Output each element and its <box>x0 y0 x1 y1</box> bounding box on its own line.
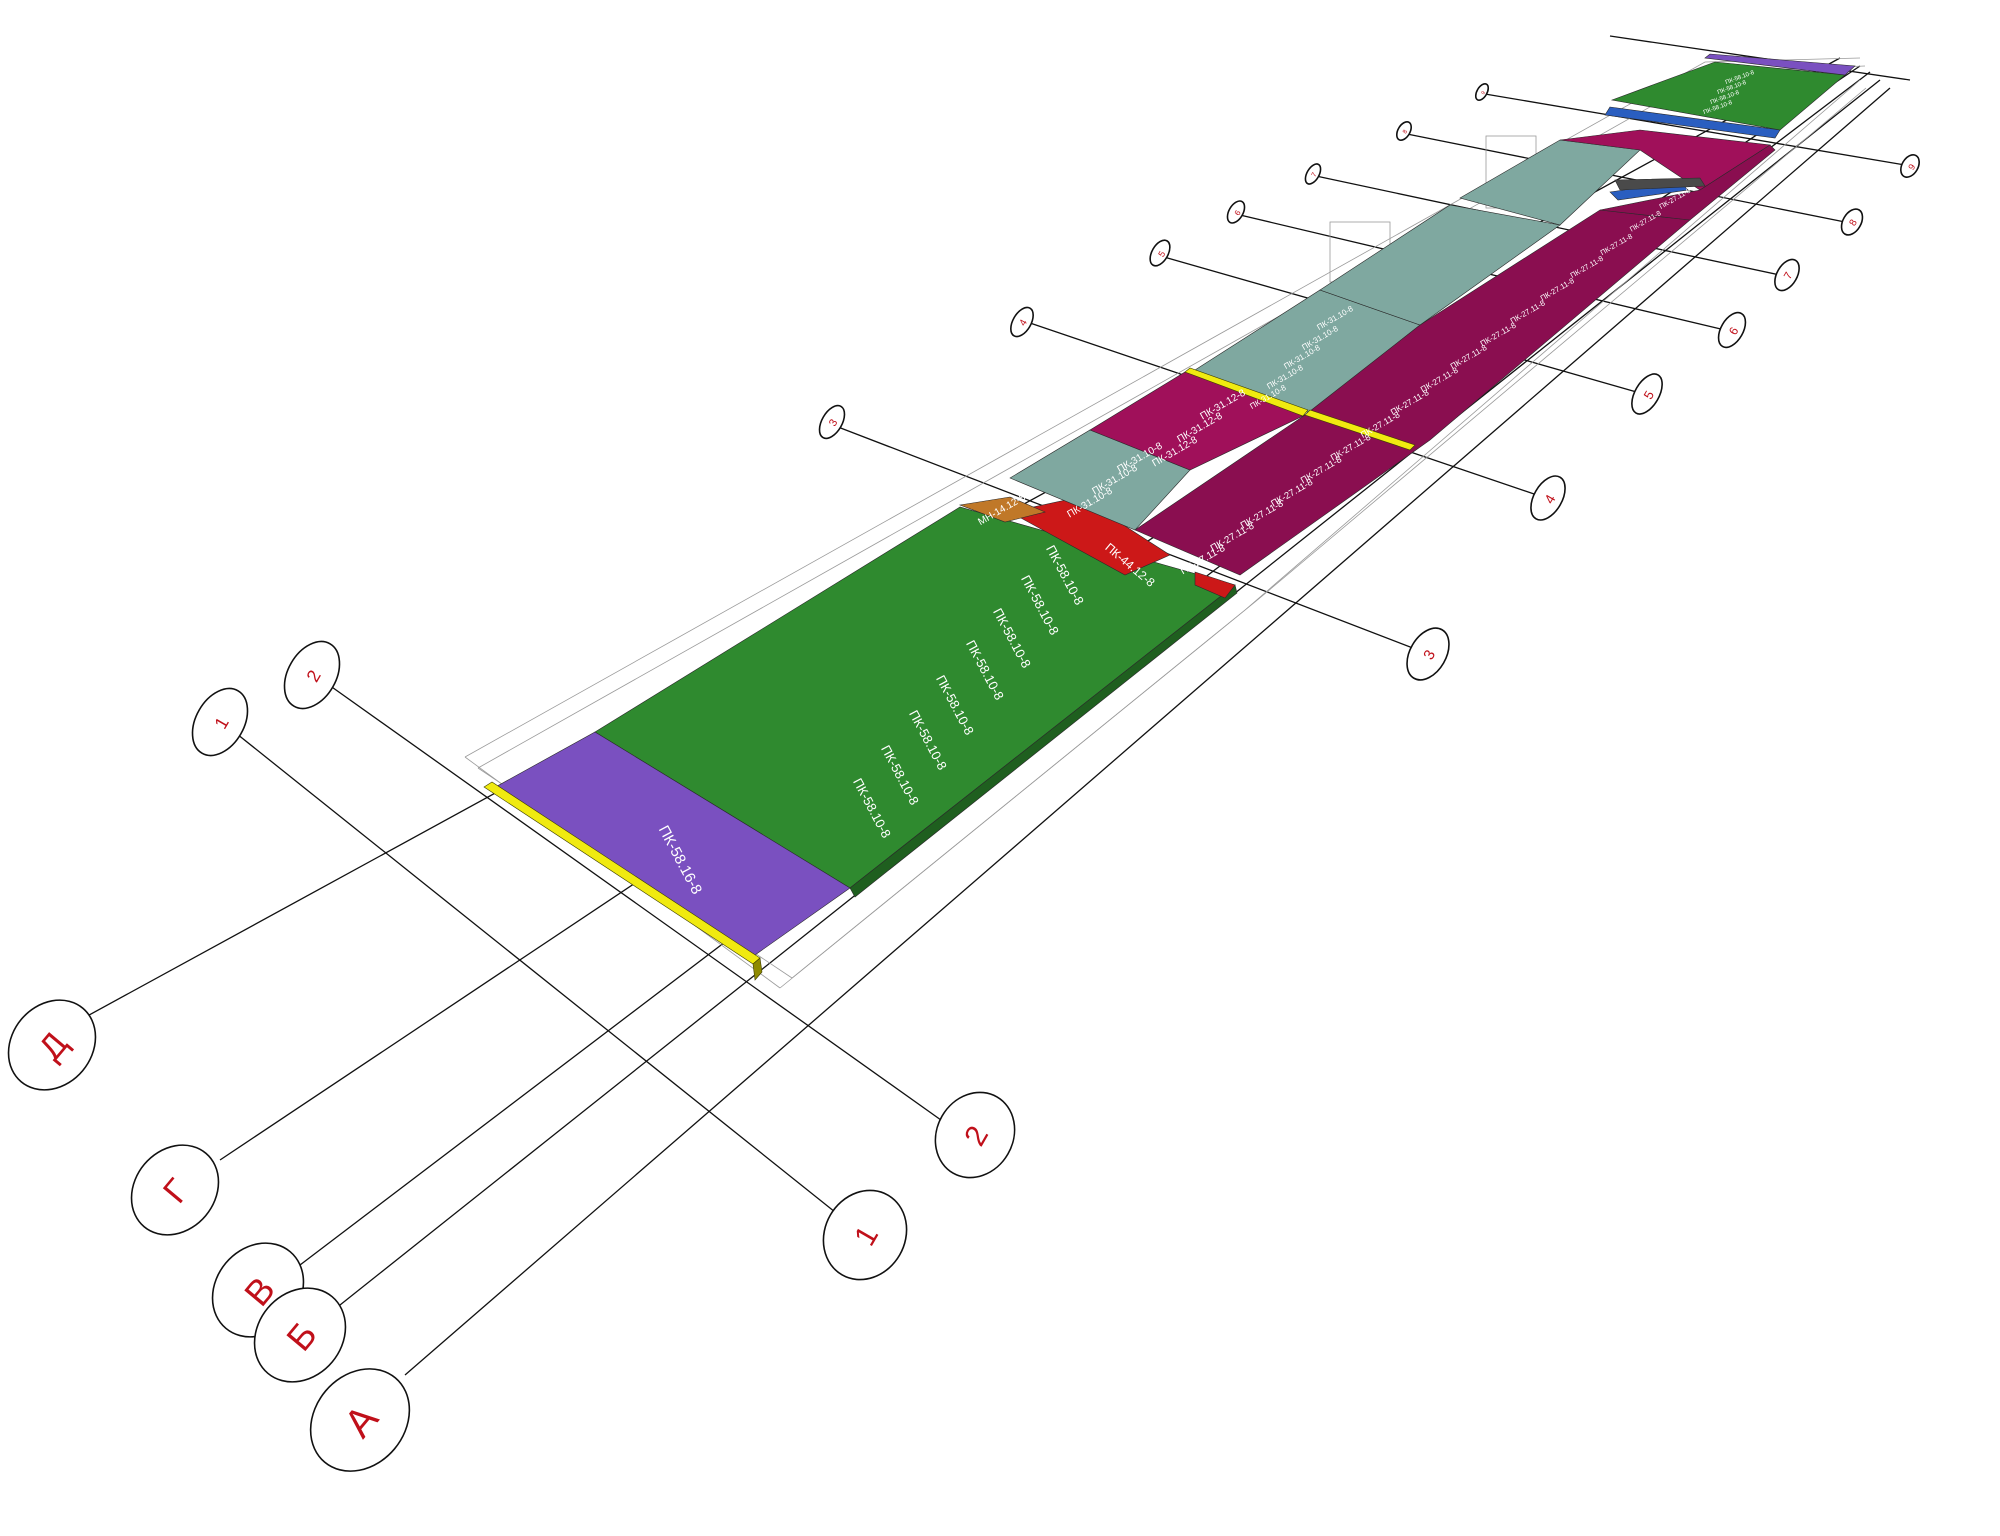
axis-bubble-right-7: 7 <box>1774 258 1800 292</box>
axis-bubble-left-8-circle <box>1395 121 1413 141</box>
axis-line-2 <box>321 679 956 1131</box>
axis-bubble-right-8-circle <box>1840 208 1864 236</box>
axis-bubble-left-6-label: 6 <box>1233 208 1243 217</box>
axis-bubble-left-7: 7 <box>1304 163 1322 185</box>
axis-bubble-4-letter: А <box>309 1368 411 1472</box>
axis-bubble-right-4-circle <box>1530 475 1566 521</box>
axis-bubble-right-6: 6 <box>1717 311 1747 349</box>
axis-bubble-right-3-circle <box>1406 627 1450 681</box>
axis-bubble-left-5: 5 <box>1149 239 1171 267</box>
axis-bubble-left-6: 6 <box>1226 200 1246 224</box>
wall-outline-right-2 <box>791 87 1867 979</box>
axis-bubble-right-7-circle <box>1774 258 1800 292</box>
slab-yellow-strip-side <box>752 957 763 981</box>
axis-line-1 <box>231 729 846 1221</box>
axis-bubble-3-letter: Б <box>253 1287 347 1383</box>
grid-axis-lines <box>79 35 1911 1376</box>
slab-red-row <box>1009 496 1171 576</box>
axis-bubble-far-2: 2 <box>934 1091 1016 1179</box>
axis-line-a <box>404 87 1891 1376</box>
axis-bubble-left-5-label: 5 <box>1156 249 1167 258</box>
axis-bubble-near-1: 1 <box>191 687 249 757</box>
axis-bubble-far-1-circle <box>822 1189 908 1281</box>
axis-bubble-right-8: 8 <box>1840 208 1864 236</box>
axis-bubble-left-9: 9 <box>1474 83 1490 101</box>
slab-blue-2 <box>1604 106 1781 139</box>
axis-bubble-right-5-circle <box>1631 373 1663 415</box>
axis-bubble-left-9-circle <box>1474 83 1490 101</box>
axis-line-9 <box>1484 93 1906 166</box>
axis-bubble-left-4-label: 4 <box>1018 317 1031 328</box>
axis-bubble-right-6-circle <box>1717 311 1747 349</box>
slab-yellow-sep-1 <box>1184 367 1309 417</box>
axis-bubble-right-3: 3 <box>1406 627 1450 681</box>
axis-bubble-right-9-circle <box>1900 154 1920 178</box>
axis-bubble-left-7-circle <box>1304 163 1322 185</box>
axis-bubble-0-letter: Д <box>7 999 97 1091</box>
axis-bubble-0-letter-circle <box>7 999 97 1091</box>
axis-bubble-left-8-label: 8 <box>1402 128 1409 134</box>
axis-bubble-1-letter-circle <box>130 1144 220 1236</box>
axis-bubble-far-2-circle <box>934 1091 1016 1179</box>
axis-bubble-left-6-circle <box>1226 200 1246 224</box>
slab-green-edge <box>849 584 1238 898</box>
axis-bubble-near-2-circle <box>283 640 341 710</box>
axis-bubble-near-1-circle <box>191 687 249 757</box>
axis-bubble-left-3-circle <box>818 404 846 440</box>
slab-crimson-far-2 <box>1599 144 1776 221</box>
axis-bubble-near-2: 2 <box>283 640 341 710</box>
slab-layer <box>483 53 1856 981</box>
axis-bubble-right-5: 5 <box>1631 373 1663 415</box>
axis-bubble-1-letter: Г <box>130 1144 220 1236</box>
slab-yellow-sep-2 <box>1304 409 1416 451</box>
axis-bubble-left-8: 8 <box>1395 121 1413 141</box>
axis-bubble-3-letter-circle <box>253 1287 347 1383</box>
slab-orange <box>958 496 1046 523</box>
axis-bubble-left-4-circle <box>1010 306 1034 338</box>
axis-bubble-left-3-label: 3 <box>827 417 840 428</box>
axis-bubble-left-7-label: 7 <box>1311 171 1319 178</box>
slab-red-edge <box>1194 571 1236 599</box>
slab-purple-far <box>1704 53 1856 76</box>
axis-bubble-left-5-circle <box>1149 239 1171 267</box>
axis-bubble-right-8-label: 8 <box>1848 217 1861 228</box>
axis-bubble-left-4: 4 <box>1010 306 1034 338</box>
axis-bubble-right-7-label: 7 <box>1782 270 1795 281</box>
axis-bubble-right-9-label: 9 <box>1906 162 1917 171</box>
axis-bubble-4-letter-circle <box>309 1368 411 1472</box>
slab-dark-grey <box>1614 177 1706 191</box>
axis-bubble-far-1: 1 <box>822 1189 908 1281</box>
axis-bubble-left-9-label: 9 <box>1480 90 1487 96</box>
wall-outline-left <box>464 57 1861 758</box>
axis-bubble-left-3: 3 <box>818 404 846 440</box>
axis-bubble-right-9: 9 <box>1900 154 1920 178</box>
axis-bubble-right-4: 4 <box>1530 475 1566 521</box>
axis-line-8 <box>1406 133 1846 223</box>
